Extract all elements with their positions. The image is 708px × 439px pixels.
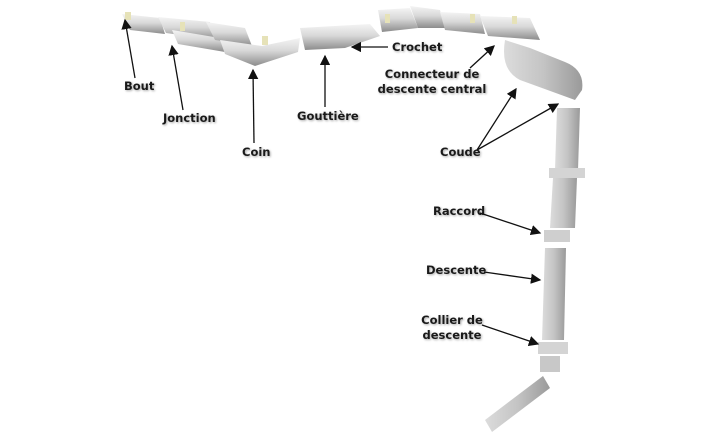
label-gouttiere: Gouttière xyxy=(297,109,359,123)
label-connecteur-line1: Connecteur de xyxy=(384,67,480,81)
downspout xyxy=(485,40,585,432)
gutter-sections xyxy=(122,6,540,66)
label-arrows xyxy=(121,18,560,347)
label-descente: Descente xyxy=(426,263,487,277)
label-connecteur-line2: descente central xyxy=(377,82,487,96)
label-jonction: Jonction xyxy=(163,111,216,125)
label-crochet: Crochet xyxy=(392,40,443,54)
label-collier-line2: descente xyxy=(422,328,482,342)
label-connecteur: Connecteur de descente central xyxy=(372,67,492,97)
label-collier-line1: Collier de xyxy=(421,313,483,327)
label-raccord: Raccord xyxy=(433,204,486,218)
label-bout: Bout xyxy=(124,79,155,93)
label-collier: Collier de descente xyxy=(420,313,484,343)
label-coude: Coude xyxy=(440,145,481,159)
label-coin: Coin xyxy=(242,145,271,159)
